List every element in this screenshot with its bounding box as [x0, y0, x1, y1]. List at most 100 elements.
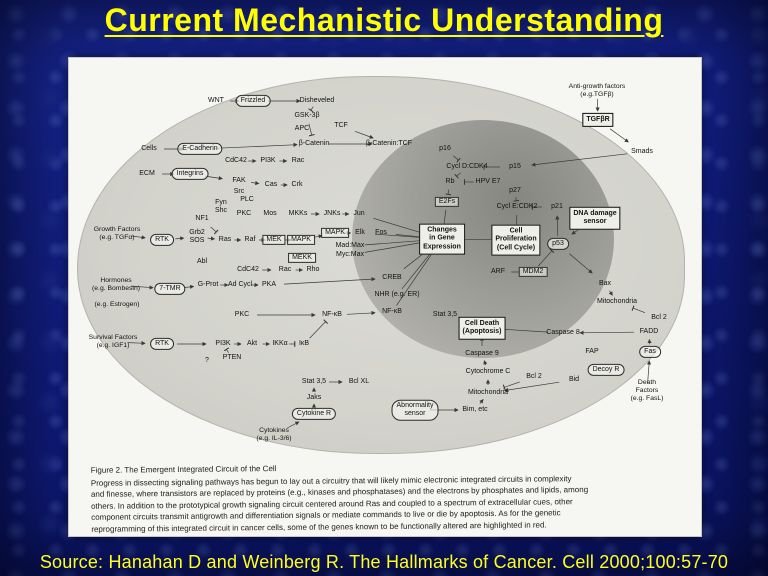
node-ikb: IκB — [298, 339, 310, 347]
node-tmr7: 7-TMR — [154, 282, 186, 296]
edge-tmr7-gprot — [184, 284, 195, 289]
node-caspase8: Caspase 8 — [546, 328, 580, 336]
edge-p16-cycld — [453, 155, 461, 163]
edge-pten-pi3kb — [223, 347, 230, 353]
edge-fak-cas — [251, 180, 260, 186]
node-jaks: Jaks — [306, 393, 322, 401]
node-bcattcf: β-Catenin:TCF — [365, 139, 413, 147]
edge-nfkb2-changes — [396, 245, 438, 306]
edge-pka-creb — [283, 277, 376, 285]
node-bid: Bid — [568, 375, 580, 383]
node-crk: Crk — [291, 180, 303, 188]
node-bcl2b: Bcl 2 — [526, 372, 542, 380]
node-pi3kb: PI3K — [215, 339, 231, 347]
node-pkc2: PKC — [234, 310, 250, 318]
node-cdc42b: CdC42 — [237, 265, 259, 273]
node-changes: Changes in Gene Expression — [419, 223, 465, 255]
edge-gf-rtk1 — [131, 235, 146, 240]
edge-grb2-ras — [207, 236, 216, 241]
node-disheveled: Disheveled — [299, 96, 335, 104]
node-grb2: Grb2 SOS — [189, 228, 205, 244]
edge-mdm2-p53 — [538, 248, 555, 267]
edge-tgfbr-smads — [609, 128, 629, 143]
node-survival: Survival Factors (e.g. IGF1) — [88, 333, 138, 349]
figure-caption: Figure 2. The Emergent Integrated Circui… — [91, 459, 686, 535]
edge-bcl2b-mito2 — [502, 381, 520, 391]
node-ikka: IKKα — [272, 339, 288, 347]
node-cdc42a: CdC42 — [225, 156, 247, 164]
node-raf: Raf — [244, 235, 256, 243]
node-elk: Elk — [355, 228, 365, 236]
edge-hormones-tmr7 — [130, 285, 154, 290]
node-rtk1: RTK — [150, 233, 174, 247]
node-fas: Fas — [639, 345, 661, 359]
edge-mycmax-changes — [364, 240, 426, 253]
edge-caspase8-celldeath — [498, 327, 549, 333]
edge-cycld-rb — [454, 172, 461, 179]
edge-elk-changes — [374, 233, 426, 240]
node-cells: Cells — [141, 144, 157, 152]
node-hpve7: HPV E7 — [475, 177, 501, 185]
node-hormones: Hormones (e.g. Bombesin) — [92, 276, 140, 292]
node-p15: p15 — [509, 162, 521, 170]
node-mycmax: Myc:Max — [336, 250, 364, 258]
node-creb: CREB — [382, 273, 402, 281]
node-jun: Jun — [353, 209, 365, 217]
edge-nfkb1-nfkb2 — [346, 310, 376, 316]
node-estrogen: (e.g. Estrogen) — [94, 300, 140, 308]
node-jnks: JNKs — [323, 209, 341, 217]
node-smads: Smads — [631, 147, 653, 155]
edge-bid-mito2 — [504, 381, 560, 393]
node-nf1: NF1 — [195, 214, 209, 222]
node-racb: Rac — [278, 265, 292, 273]
node-fadd: FADD — [639, 327, 659, 335]
node-gf: Growth Factors (e.g. TGFα) — [93, 225, 141, 241]
node-madmax: Mad:Max — [335, 241, 365, 249]
edge-nf1-ras — [210, 226, 219, 235]
node-mapk2: MAPK — [321, 227, 349, 239]
node-fyn: Fyn Shc — [214, 198, 228, 214]
node-p16: p16 — [439, 144, 451, 152]
node-bclxl: Bcl XL — [348, 377, 370, 385]
node-mekk: MEKK — [288, 252, 316, 264]
edge-cytoc-caspase9 — [483, 360, 488, 366]
node-arf: ARF — [491, 267, 505, 275]
edge-ikb-nfkb1 — [309, 319, 329, 339]
node-mos: Mos — [263, 209, 277, 217]
node-stat35r: Stat 3,5 — [432, 310, 458, 318]
node-mek: MEK — [262, 234, 286, 246]
node-tcf: TCF — [334, 121, 348, 129]
edge-disheveled-gsk3b — [308, 106, 314, 113]
node-mapk1: MAPK — [287, 234, 315, 246]
node-mkks: MKKs — [288, 209, 308, 217]
node-nhr: NHR (e.g. ER) — [374, 290, 420, 298]
edge-bax-mito1 — [608, 290, 613, 296]
node-mito2: Mitochondria — [467, 388, 509, 396]
edge-rtk1-grb2 — [175, 236, 185, 241]
edge-bim-mito2 — [479, 398, 484, 404]
node-decoyr: Decoy R — [587, 363, 625, 377]
node-abl: Abl — [196, 257, 208, 265]
node-fak: FAK — [232, 176, 246, 184]
edge-deathfactors-fas — [646, 360, 652, 384]
node-bcl2a: Bcl 2 — [651, 313, 667, 321]
node-cytoc: Cytochrome C — [465, 367, 511, 375]
edge-smads-p15 — [531, 153, 628, 167]
node-rb: Rb — [445, 177, 455, 185]
node-cycld: Cycl D:CDK4 — [446, 162, 488, 170]
edge-survival-rtk2 — [127, 341, 146, 346]
node-cycle: Cycl E:CDK2 — [496, 202, 538, 210]
edge-rb-e2fs — [445, 189, 451, 196]
node-mdm2: MDM2 — [518, 266, 548, 278]
node-cytokines: Cytokines (e.g. IL-3/6) — [256, 426, 292, 442]
node-e2fs: E2Fs — [434, 196, 460, 208]
node-abnormality: Abnormality sensor — [391, 399, 439, 421]
node-pka: PKA — [261, 280, 277, 288]
node-caspase9: Caspase 9 — [465, 349, 499, 357]
node-bax: Bax — [598, 279, 612, 287]
slide-title: Current Mechanistic Understanding — [104, 2, 664, 38]
edge-mapk1-mapk2 — [313, 234, 323, 239]
node-celldeath: Cell Death (Apoptosis) — [458, 316, 506, 340]
node-akt: Akt — [246, 339, 258, 347]
